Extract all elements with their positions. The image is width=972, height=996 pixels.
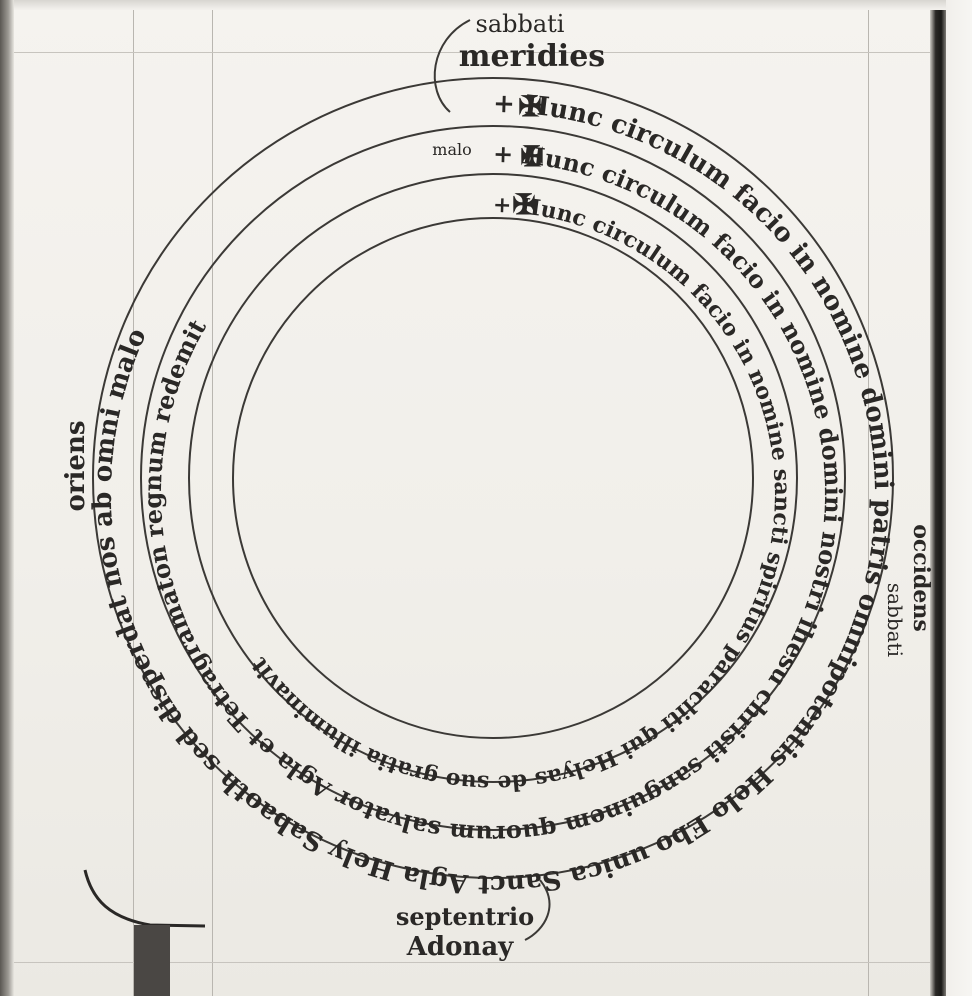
- direction-right-line-2: sabbati: [883, 583, 907, 657]
- direction-bottom: septentrio Adonay: [396, 879, 551, 962]
- binding-gutter: [930, 10, 946, 996]
- cross-symbol-middle: ✠: [520, 140, 543, 173]
- small-label-malo: malo: [432, 140, 471, 159]
- decorative-pen-flourish: [83, 869, 206, 996]
- circle-inner-border: [188, 173, 798, 783]
- cross-symbol-outer: ✠: [518, 90, 541, 123]
- ruling-line-right: [868, 10, 869, 996]
- circle-outer-border: [92, 77, 894, 879]
- direction-right-line-1: occidens: [908, 524, 934, 632]
- ruling-line-top: [14, 52, 930, 53]
- ruling-line-left-outer: [133, 10, 134, 996]
- direction-top-line-2: meridies: [459, 39, 605, 74]
- direction-top: sabbati meridies: [433, 10, 605, 113]
- page-left-edge: [0, 0, 14, 996]
- flourish-bottom: [524, 879, 551, 941]
- ring-middle-inscription: + Hunc circulum facio in nomine domini n…: [138, 139, 848, 849]
- ruling-line-bottom: [14, 962, 930, 963]
- direction-bottom-line-1: septentrio: [396, 902, 534, 931]
- cross-symbol-inner: ✠: [512, 188, 535, 221]
- circle-innermost-border: [232, 217, 754, 739]
- flourish-top: [433, 19, 471, 113]
- direction-right: occidens sabbati: [883, 524, 934, 657]
- circle-middle-border: [140, 125, 846, 831]
- direction-bottom-line-2: Adonay: [406, 932, 514, 962]
- ring-inner-inscription: + Hunc circulum facio in nomine sancti s…: [245, 192, 795, 796]
- direction-left: oriens: [61, 421, 91, 512]
- facing-page-strip: [946, 0, 972, 996]
- page-top-edge: [0, 0, 972, 10]
- direction-top-line-1: sabbati: [476, 10, 565, 38]
- ruling-line-left-inner: [212, 10, 213, 996]
